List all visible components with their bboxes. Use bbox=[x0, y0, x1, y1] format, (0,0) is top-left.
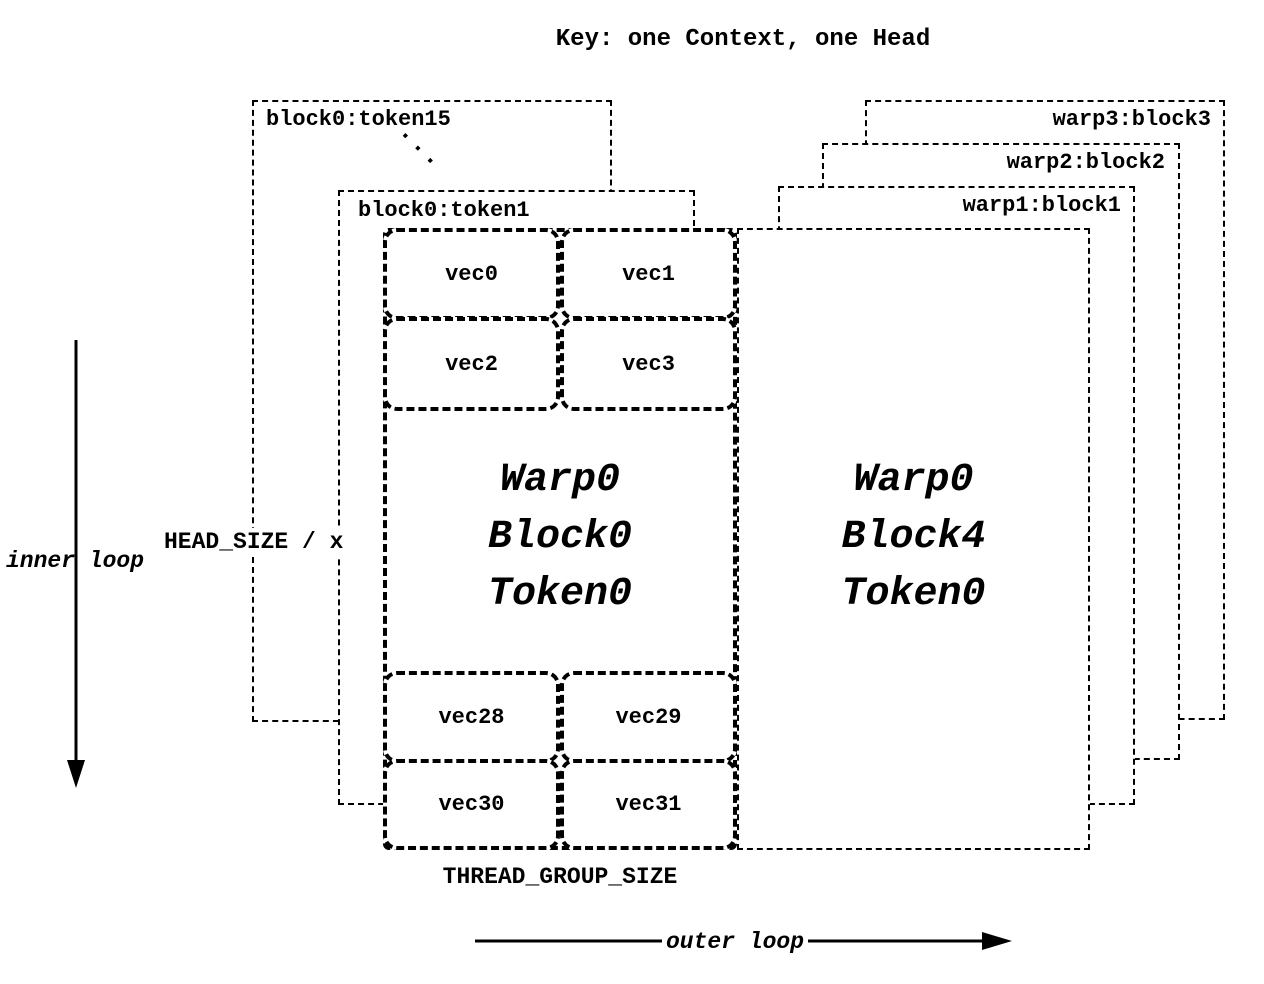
vec3-cell: vec3 bbox=[560, 317, 737, 411]
warp0-block0-line1: Warp0 bbox=[499, 458, 621, 503]
warp0-block0-label: Warp0 Block0 Token0 bbox=[383, 452, 737, 623]
warp0-block0-line3: Token0 bbox=[487, 572, 633, 617]
diagram-title: Key: one Context, one Head bbox=[555, 26, 931, 53]
block0-token15-label: block0:token15 bbox=[266, 107, 451, 132]
warp2-block2-label: warp2:block2 bbox=[1006, 150, 1165, 175]
vec29-cell: vec29 bbox=[560, 671, 737, 763]
warp3-block3-label: warp3:block3 bbox=[1052, 107, 1211, 132]
block0-token1-label: block0:token1 bbox=[358, 198, 530, 223]
warp0-block4-line1: Warp0 bbox=[853, 458, 974, 503]
vec30-cell: vec30 bbox=[383, 759, 560, 850]
warp0-block4-line3: Token0 bbox=[841, 572, 986, 617]
vec0-cell: vec0 bbox=[383, 228, 560, 320]
warp0-block4-box bbox=[737, 228, 1090, 850]
inner-loop-arrow bbox=[67, 340, 85, 788]
vec2-cell: vec2 bbox=[383, 317, 560, 411]
outer-loop-label: outer loop bbox=[662, 928, 809, 956]
vec28-cell: vec28 bbox=[383, 671, 560, 763]
vec1-cell: vec1 bbox=[560, 228, 737, 320]
vec31-cell: vec31 bbox=[560, 759, 737, 850]
warp1-block1-label: warp1:block1 bbox=[962, 193, 1121, 218]
warp0-block4-line2: Block4 bbox=[841, 515, 986, 560]
thread-group-size-label: THREAD_GROUP_SIZE bbox=[442, 864, 678, 890]
warp0-block4-label: Warp0 Block4 Token0 bbox=[737, 452, 1090, 623]
warp0-block0-line2: Block0 bbox=[487, 515, 633, 560]
head-size-label: HEAD_SIZE / x bbox=[160, 528, 348, 556]
inner-loop-label: inner loop bbox=[6, 548, 145, 574]
